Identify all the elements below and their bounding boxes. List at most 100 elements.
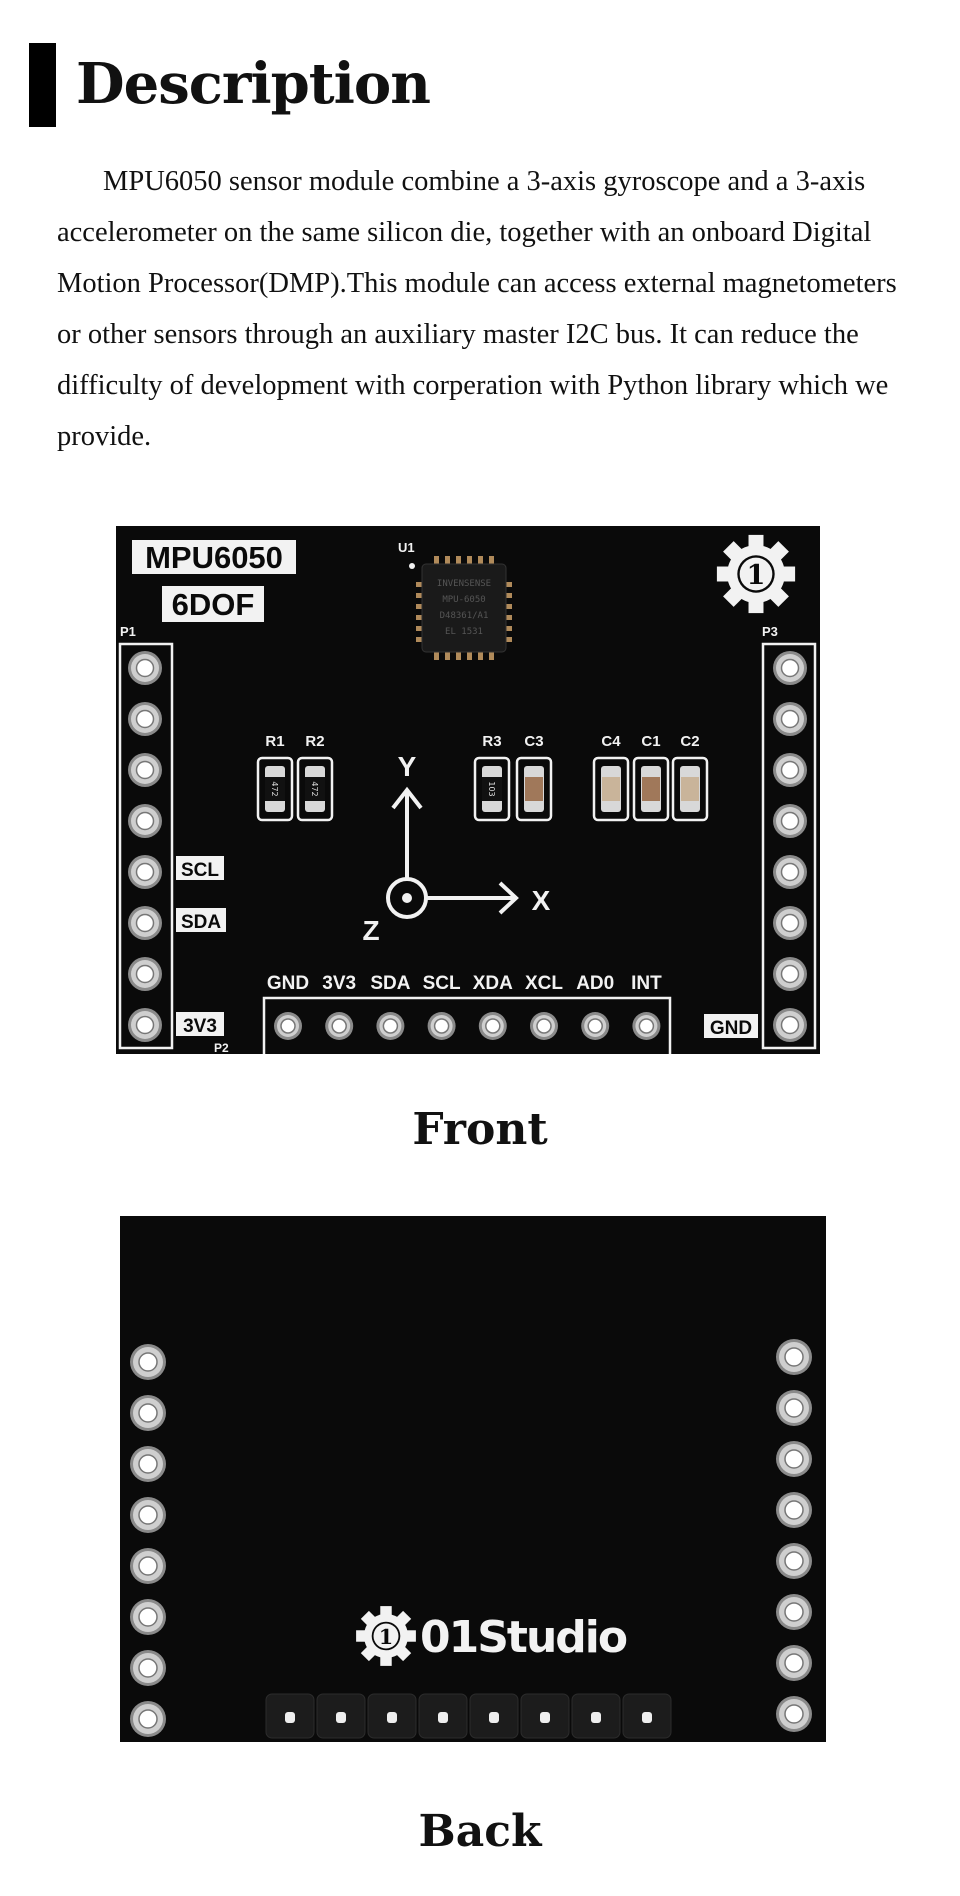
pin-hole — [638, 1018, 655, 1034]
component-ref-C4: C4 — [601, 733, 621, 750]
title-accent-bar — [29, 43, 56, 127]
chip-lead — [434, 556, 439, 566]
pin-hole — [780, 1015, 800, 1035]
chip-lead — [445, 556, 450, 566]
p2-pin-label: SDA — [370, 973, 410, 994]
gnd-label: GND — [710, 1018, 752, 1039]
gear-digit: 1 — [379, 1624, 393, 1649]
y-arrow-icon — [391, 786, 423, 810]
capacitor-body — [525, 777, 543, 801]
pin-hole — [784, 1653, 804, 1673]
chip-lead — [456, 556, 461, 566]
pin-hole — [135, 811, 155, 831]
pin-hole — [784, 1449, 804, 1469]
component-ref-R3: R3 — [482, 733, 501, 750]
3v3-label-box — [176, 1012, 224, 1036]
chip-lead — [502, 604, 512, 609]
pin-hole — [135, 964, 155, 984]
description-text: MPU6050 sensor module combine a 3-axis g… — [57, 166, 897, 452]
pin-hole — [780, 964, 800, 984]
component-ref-R1: R1 — [265, 733, 284, 750]
chip-lead — [434, 650, 439, 660]
pin-hole — [331, 1018, 347, 1034]
x-arrow-icon — [498, 881, 519, 915]
p3-ref-label: P3 — [762, 624, 778, 639]
chip-lead — [416, 582, 426, 587]
pin-hole — [138, 1607, 158, 1627]
component-outline — [473, 756, 511, 822]
pin-hole — [135, 709, 155, 729]
p2-pin-label: XCL — [525, 973, 563, 994]
chip-lead — [445, 650, 450, 660]
pin-hole — [135, 658, 155, 678]
chip-lead — [467, 556, 472, 566]
chip-marking: D48361/A1 — [440, 611, 489, 621]
chip-lead — [502, 593, 512, 598]
front-board-image: MPU60506DOFU1INVENSENSEMPU-6050D48361/A1… — [116, 526, 820, 1054]
bottom-pin — [540, 1712, 550, 1723]
gnd-label-box — [704, 1014, 758, 1038]
pin-hole — [780, 658, 800, 678]
chip-lead — [416, 604, 426, 609]
pin-hole — [780, 760, 800, 780]
pin-hole — [485, 1018, 501, 1034]
component-outline — [256, 756, 294, 822]
bottom-pin — [438, 1712, 448, 1723]
chip-lead — [456, 650, 461, 660]
z-axis-circle — [386, 877, 428, 919]
p2-pin-label: INT — [631, 973, 662, 994]
pin-hole — [280, 1018, 296, 1034]
chip-lead — [478, 556, 483, 566]
chip-lead — [502, 626, 512, 631]
pin1-dot — [409, 563, 415, 569]
resistor-body — [305, 777, 325, 801]
pin-hole — [433, 1018, 450, 1034]
component-outline — [632, 756, 670, 822]
front-caption: Front — [412, 1104, 548, 1155]
pin-hole — [135, 862, 155, 882]
gear-inner — [373, 1623, 399, 1649]
gear-logo: 1 — [716, 534, 796, 614]
chip-ref-label: U1 — [398, 540, 415, 555]
pin-hole — [135, 1015, 155, 1035]
3v3-label: 3V3 — [183, 1016, 217, 1037]
resistor-marking: 472 — [270, 781, 279, 796]
gear-inner — [739, 557, 773, 591]
sda-label-box — [176, 908, 226, 932]
y-axis-label: Y — [398, 751, 417, 782]
pin-hole — [138, 1352, 158, 1372]
x-axis-label: X — [532, 885, 551, 916]
capacitor-body — [681, 777, 699, 801]
pin-hole — [536, 1018, 552, 1034]
pin-hole — [780, 709, 800, 729]
z-axis-dot — [402, 893, 412, 903]
gear-tooth — [380, 1606, 392, 1620]
p3-outline — [761, 642, 817, 1050]
component-ref-R2: R2 — [305, 733, 324, 750]
pin-hole — [138, 1658, 158, 1678]
bottom-pin — [336, 1712, 346, 1723]
pin-hole — [784, 1347, 804, 1367]
p2-pin-label: 3V3 — [322, 973, 356, 994]
gear-digit: 1 — [747, 559, 766, 591]
chip-lead — [489, 556, 494, 566]
capacitor-body — [602, 777, 620, 801]
pin-hole — [138, 1556, 158, 1576]
chip-lead — [416, 637, 426, 642]
chip-lead — [502, 615, 512, 620]
pin-hole — [138, 1505, 158, 1525]
studio-gear-logo: 1 — [356, 1606, 416, 1666]
chip-lead — [416, 593, 426, 598]
component-ref-C1: C1 — [641, 733, 660, 750]
resistor-body — [265, 777, 285, 801]
component-ref-C3: C3 — [524, 733, 543, 750]
dof-label-box — [162, 586, 264, 622]
chip-marking: MPU-6050 — [442, 595, 485, 605]
scl-label: SCL — [181, 860, 219, 881]
brand-logo-text: 01Studio — [420, 1612, 627, 1663]
p1-outline — [118, 642, 174, 1050]
p2-pin-label: GND — [267, 973, 309, 994]
resistor-marking: 103 — [487, 781, 496, 796]
p2-pin-label: AD0 — [576, 973, 614, 994]
bottom-pin — [642, 1712, 652, 1723]
